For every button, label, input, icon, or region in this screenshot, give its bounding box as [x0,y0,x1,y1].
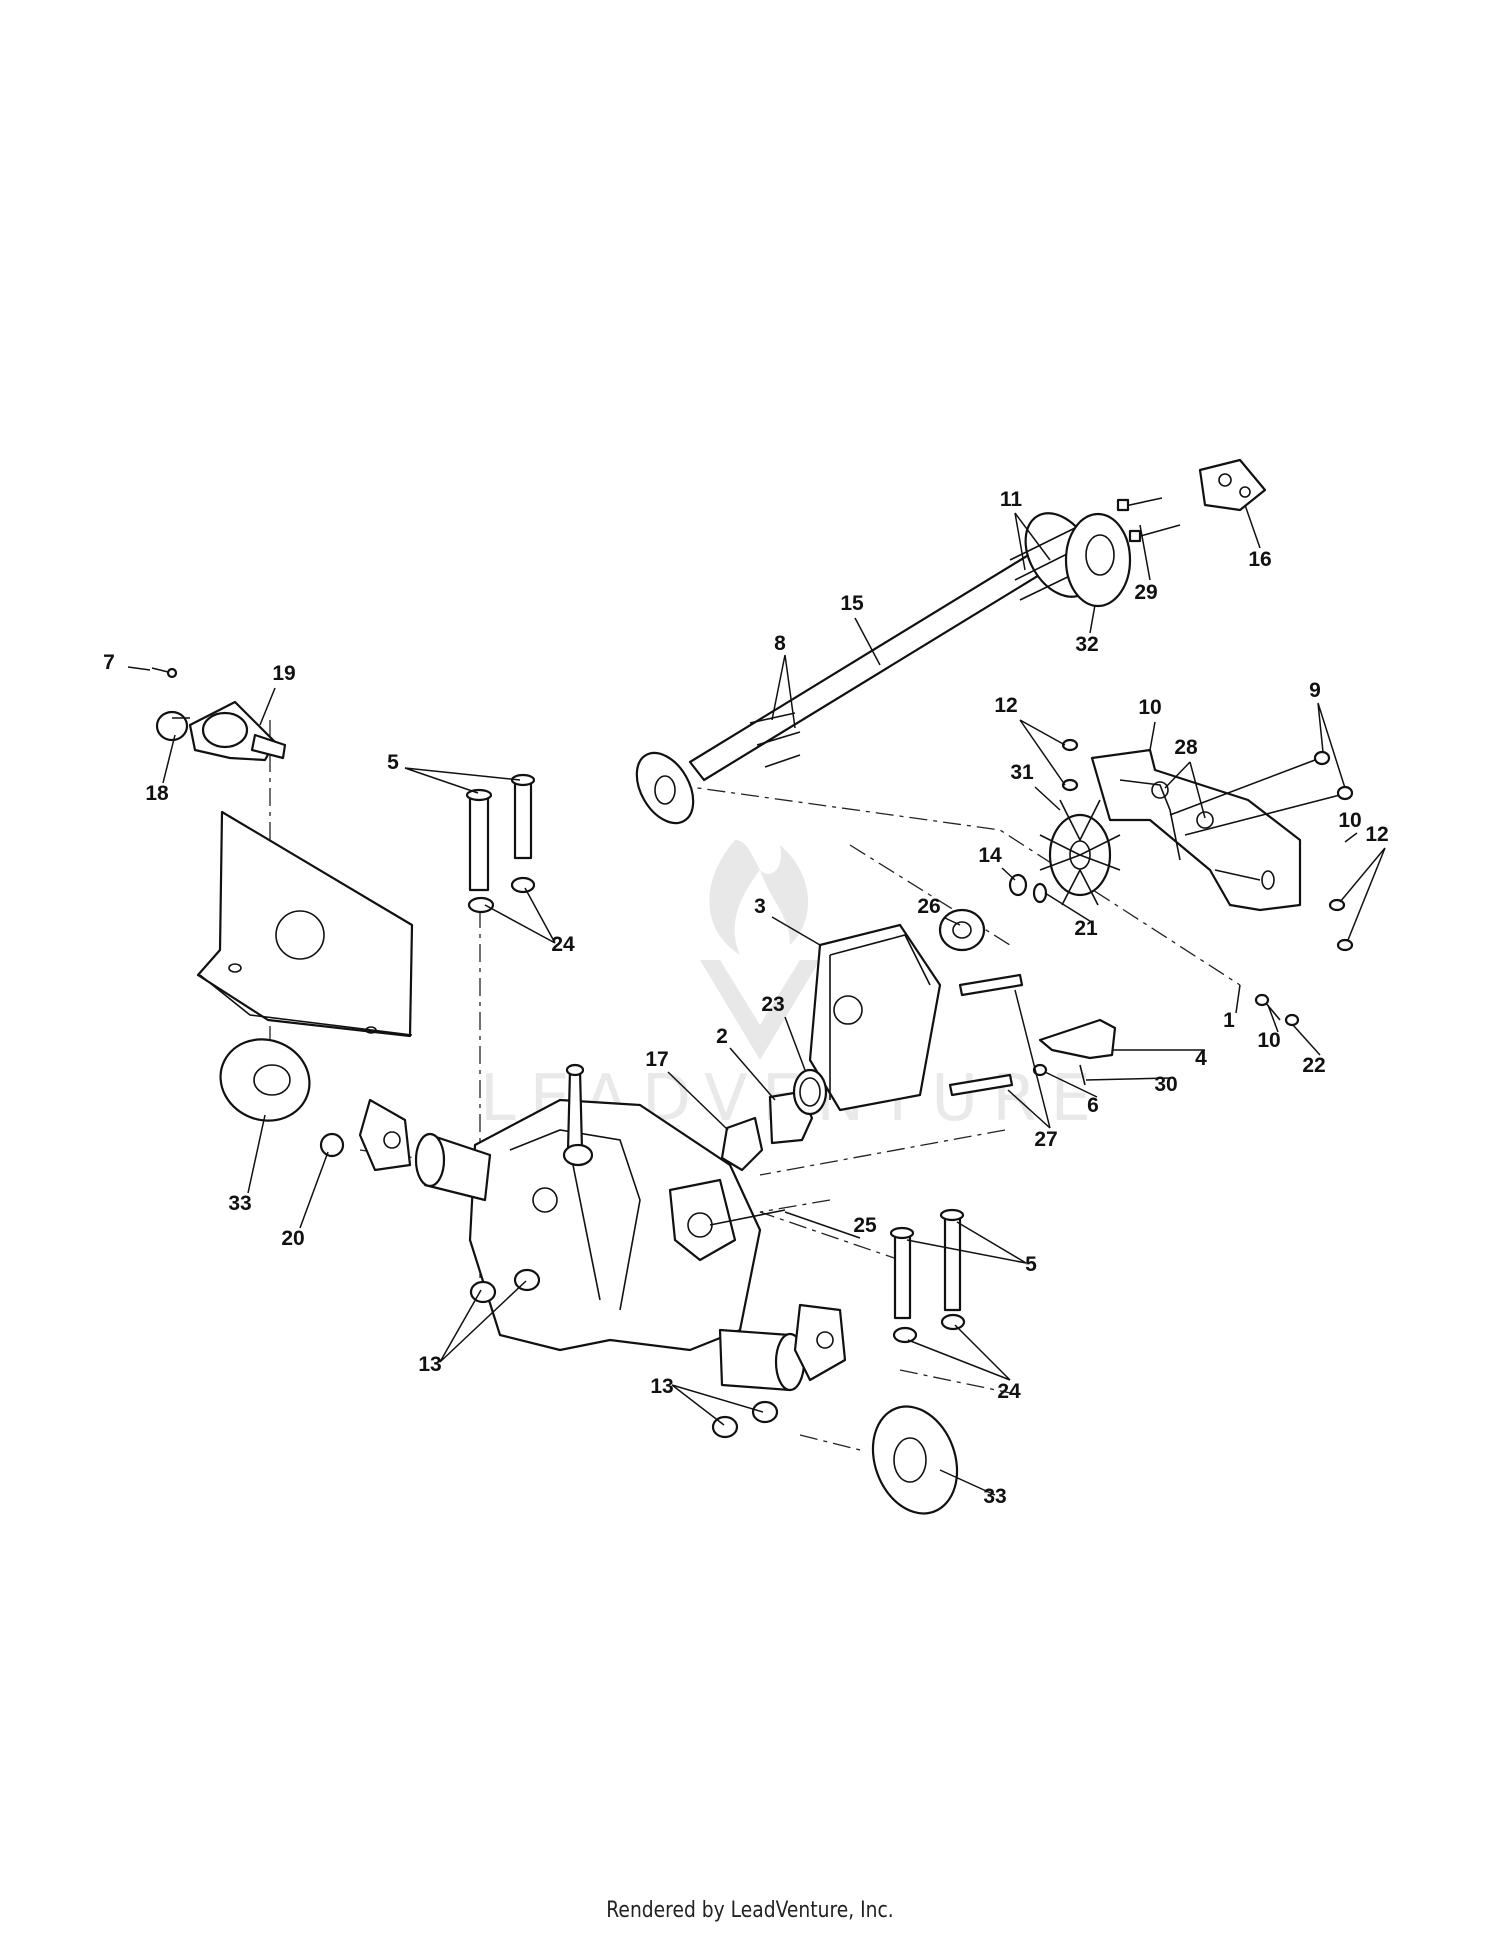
mounting-plate [196,810,414,1038]
callout-c1: 1 [1223,1009,1235,1032]
callout-c22: 22 [1302,1054,1325,1077]
callout-c23: 23 [761,993,784,1016]
callout-c10a: 10 [1138,696,1161,719]
callout-c24b: 24 [997,1380,1021,1403]
right-axle-hub [718,1303,959,1515]
bolt-10-22 [1254,993,1300,1027]
nut-and-washer [1008,873,1048,904]
callout-c4: 4 [1195,1047,1207,1070]
callout-c5a: 5 [387,751,399,774]
watermark-logo [700,840,820,1060]
callout-c30: 30 [1154,1073,1177,1096]
callout-c19: 19 [272,662,295,685]
callout-c5b: 5 [1025,1253,1037,1276]
transaxle-housing [468,1063,786,1352]
callout-c29: 29 [1134,581,1157,604]
callout-c15: 15 [840,592,864,615]
pivot-assembly [155,700,287,762]
callout-c12b: 12 [1365,823,1388,846]
callout-c13a: 13 [418,1353,441,1376]
callout-c28: 28 [1174,736,1198,759]
callout-c10c: 10 [1257,1029,1280,1052]
callout-c20: 20 [281,1227,304,1250]
callout-c25: 25 [853,1214,877,1237]
callout-c33a: 33 [228,1192,251,1215]
callout-c8: 8 [774,632,786,655]
left-axle-hub [219,1038,492,1202]
linkage [1032,1018,1117,1086]
callout-c14: 14 [978,844,1002,867]
callout-c10b: 10 [1338,809,1361,832]
callout-c2: 2 [716,1025,728,1048]
callout-c11: 11 [1000,488,1023,511]
gear-and-seals [720,1068,828,1172]
callout-c21: 21 [1074,917,1098,940]
callout-c17: 17 [645,1048,668,1071]
bolts-9 [1169,750,1354,836]
callout-c24a: 24 [551,933,575,956]
callout-c26: 26 [917,895,940,918]
end-bracket [1198,458,1267,512]
right-bracket [1090,748,1302,912]
cooling-fan [1039,799,1121,906]
callout-c9: 9 [1309,679,1321,702]
nuts-12 [1061,738,1354,952]
callout-c12a: 12 [994,694,1017,717]
coupler [1064,512,1132,608]
callout-leaders [127,504,1386,1496]
callout-c3: 3 [754,895,766,918]
callout-c13b: 13 [650,1375,673,1398]
callout-c6: 6 [1087,1094,1099,1117]
callout-c27: 27 [1034,1128,1057,1151]
callout-c32: 32 [1075,633,1098,656]
footer-credit: Rendered by LeadVenture, Inc. [606,1898,894,1923]
pins-5-lower [889,1208,966,1344]
callout-c18: 18 [145,782,169,805]
callout-c33b: 33 [983,1485,1006,1508]
bolts-29 [1116,497,1181,543]
drive-shaft [635,512,1096,825]
screw-7 [151,667,178,679]
callout-c7: 7 [103,651,115,674]
dowels-27 [948,973,1024,1097]
pins-5-upper [465,773,536,914]
callout-c31: 31 [1010,761,1034,784]
callout-c16: 16 [1248,548,1271,571]
